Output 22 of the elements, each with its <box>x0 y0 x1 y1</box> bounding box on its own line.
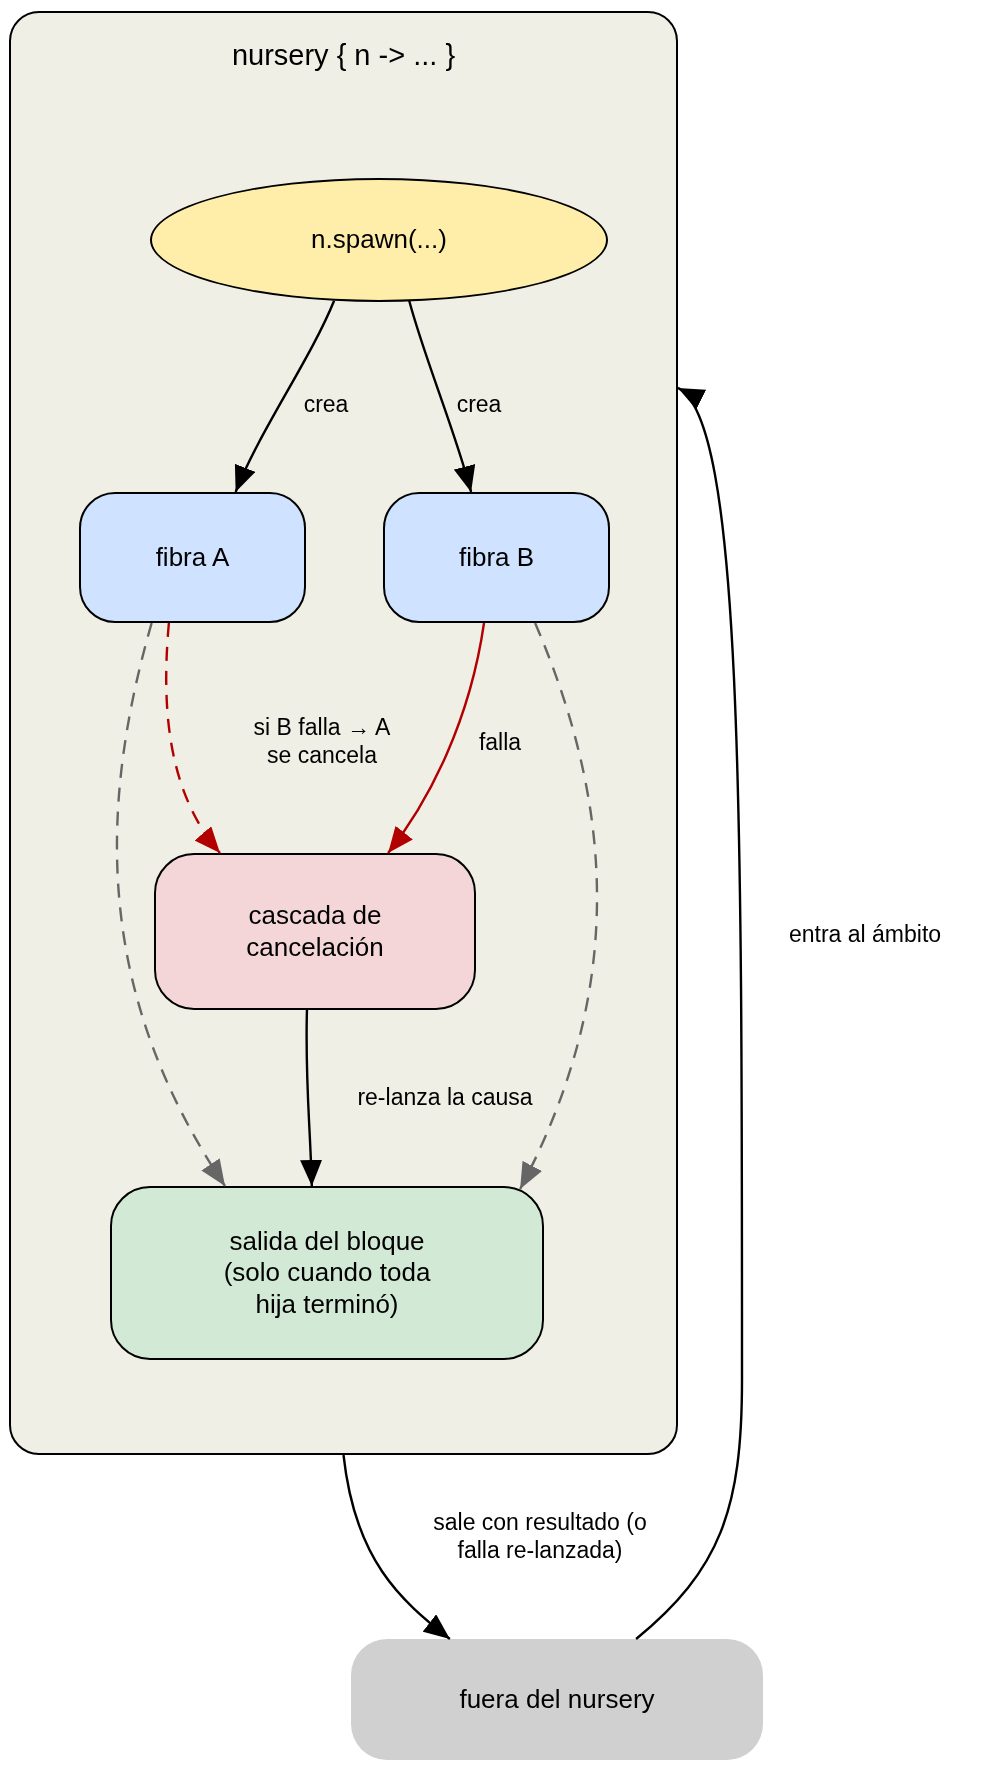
node-label: fuera del nursery <box>459 1683 655 1716</box>
node-label: cascada de cancelación <box>245 900 385 963</box>
exit-box <box>110 1186 544 1360</box>
node-label: fibra B <box>458 541 535 574</box>
fiber-box <box>383 492 610 623</box>
fiber-box <box>79 492 306 623</box>
node-label: fibra A <box>155 541 230 574</box>
dashed-arrow <box>519 622 598 1190</box>
node-label: n.spawn(...) <box>311 224 447 256</box>
arrow <box>300 1009 322 1187</box>
cancellation-box <box>154 853 476 1010</box>
dashed-arrow <box>116 622 227 1187</box>
arrow <box>635 387 744 1640</box>
arrow <box>408 300 475 493</box>
scope-title: nursery { n -> ... } <box>230 39 457 72</box>
dashed-arrow <box>165 622 221 854</box>
arrow <box>234 300 336 493</box>
node-label: salida del bloque (solo cuando toda hija terminó) <box>222 1226 432 1320</box>
outside-box <box>351 1639 763 1760</box>
arrow <box>342 1454 451 1640</box>
arrow <box>387 622 486 854</box>
scope-container <box>9 11 678 1455</box>
